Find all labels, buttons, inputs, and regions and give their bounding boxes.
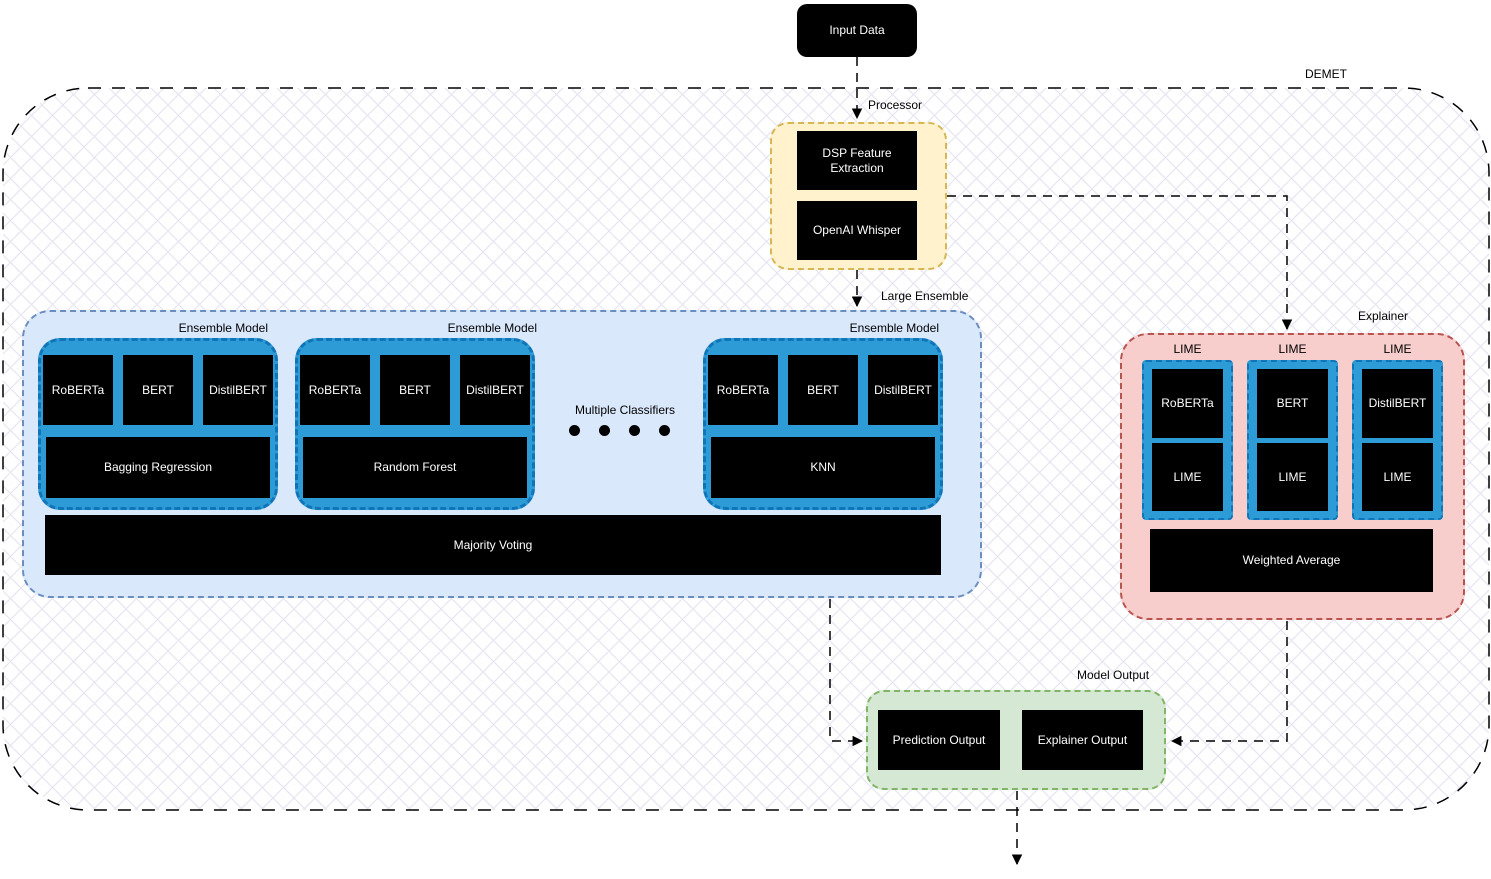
lime-column-2-label: LIME: [1278, 342, 1307, 356]
roberta-node: RoBERTa: [1152, 369, 1223, 438]
explainer-output-node: Explainer Output: [1022, 710, 1143, 770]
input-data-node: Input Data: [797, 4, 917, 57]
classifier-dot: [659, 425, 670, 436]
ensemble-model-2-label: Ensemble Model: [447, 321, 537, 335]
bert-node: BERT: [788, 355, 858, 425]
demet-label: DEMET: [1305, 67, 1347, 81]
lime-column-1-label: LIME: [1173, 342, 1202, 356]
knn-node: KNN: [711, 437, 935, 498]
ensemble-model-2: RoBERTa BERT DistilBERT Random Forest: [295, 338, 535, 510]
openai-whisper-node: OpenAI Whisper: [797, 201, 917, 260]
edge-explainer-to-output: [1170, 621, 1288, 747]
explainer-label: Explainer: [1358, 309, 1409, 323]
weighted-average-node: Weighted Average: [1150, 529, 1433, 592]
bert-node: BERT: [123, 355, 193, 425]
bert-node: BERT: [1257, 369, 1328, 438]
lime-column-2: BERT LIME: [1247, 360, 1338, 520]
ensemble-model-3-label: Ensemble Model: [849, 321, 939, 335]
processor-group: DSP Feature Extraction OpenAI Whisper: [770, 122, 947, 270]
classifier-dot: [569, 425, 580, 436]
large-ensemble-label: Large Ensemble: [881, 289, 969, 303]
classifier-dot: [629, 425, 640, 436]
lime-column-3: DistilBERT LIME: [1352, 360, 1443, 520]
multiple-classifiers-label: Multiple Classifiers: [574, 403, 676, 417]
random-forest-node: Random Forest: [303, 437, 527, 498]
lime-node: LIME: [1257, 442, 1328, 511]
distilbert-node: DistilBERT: [460, 355, 530, 425]
lime-column-3-label: LIME: [1383, 342, 1412, 356]
classifier-dots: [569, 425, 670, 436]
edge-processor-to-explainer: [947, 195, 1293, 331]
ensemble-model-1: RoBERTa BERT DistilBERT Bagging Regressi…: [38, 338, 278, 510]
lime-column-1: RoBERTa LIME: [1142, 360, 1233, 520]
ensemble-model-3: RoBERTa BERT DistilBERT KNN: [703, 338, 943, 510]
bert-node: BERT: [380, 355, 450, 425]
model-output-label: Model Output: [1077, 668, 1150, 682]
explainer-group: LIME LIME LIME RoBERTa LIME BERT LIME Di…: [1120, 333, 1465, 620]
classifier-dot: [599, 425, 610, 436]
lime-node: LIME: [1362, 442, 1433, 511]
model-output-group: Prediction Output Explainer Output: [866, 690, 1166, 790]
large-ensemble-group: Ensemble Model Ensemble Model Ensemble M…: [22, 310, 982, 598]
lime-node: LIME: [1152, 442, 1223, 511]
edge-ensemble-to-output: [829, 599, 864, 747]
distilbert-node: DistilBERT: [203, 355, 273, 425]
dsp-feature-extraction-node: DSP Feature Extraction: [797, 131, 917, 190]
roberta-node: RoBERTa: [43, 355, 113, 425]
roberta-node: RoBERTa: [300, 355, 370, 425]
distilbert-node: DistilBERT: [868, 355, 938, 425]
bagging-regression-node: Bagging Regression: [46, 437, 270, 498]
distilbert-node: DistilBERT: [1362, 369, 1433, 438]
ensemble-model-1-label: Ensemble Model: [178, 321, 268, 335]
prediction-output-node: Prediction Output: [878, 710, 1000, 770]
processor-label: Processor: [868, 98, 923, 112]
majority-voting-node: Majority Voting: [45, 515, 941, 575]
roberta-node: RoBERTa: [708, 355, 778, 425]
